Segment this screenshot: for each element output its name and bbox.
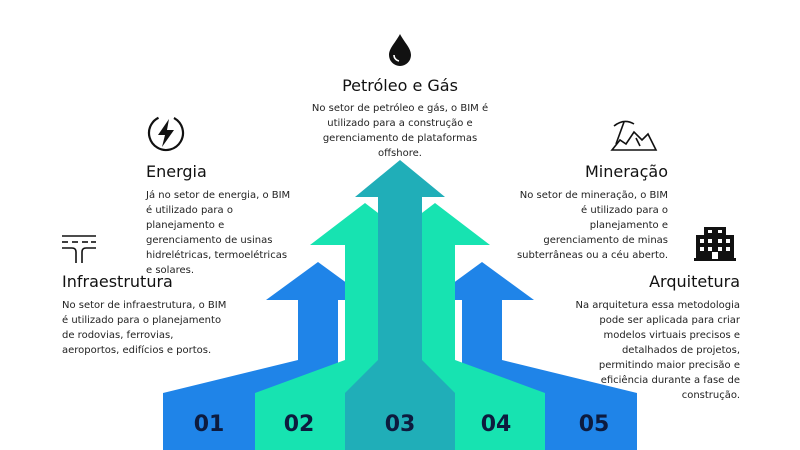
title-petroleo-gas: Petróleo e Gás — [342, 76, 458, 95]
desc-mineracao: No setor de mineração, o BIM é utilizado… — [516, 190, 668, 261]
title-mineracao: Mineração — [584, 162, 668, 181]
road-icon — [62, 235, 96, 263]
building-icon — [694, 227, 736, 261]
title-infraestrutura: Infraestrutura — [62, 272, 173, 291]
number-04: 04 — [480, 412, 512, 437]
desc-infraestrutura: No setor de infraestrutura, o BIM é util… — [62, 300, 227, 356]
desc-energia: Já no setor de energia, o BIM é utilizad… — [146, 190, 291, 276]
number-01: 01 — [193, 412, 225, 437]
oil-drop-icon — [389, 34, 411, 66]
pickaxe-icon — [610, 120, 658, 151]
arrow-03 — [345, 160, 455, 450]
number-03: 03 — [384, 412, 416, 437]
number-02: 02 — [283, 412, 315, 437]
lightning-icon — [147, 114, 185, 152]
number-05: 05 — [578, 412, 610, 437]
desc-petroleo-gas: No setor de petróleo e gás, o BIM é util… — [311, 103, 489, 159]
title-energia: Energia — [146, 162, 207, 181]
desc-arquitetura: Na arquitetura essa metodologia pode ser… — [575, 300, 741, 401]
title-arquitetura: Arquitetura — [649, 272, 740, 291]
